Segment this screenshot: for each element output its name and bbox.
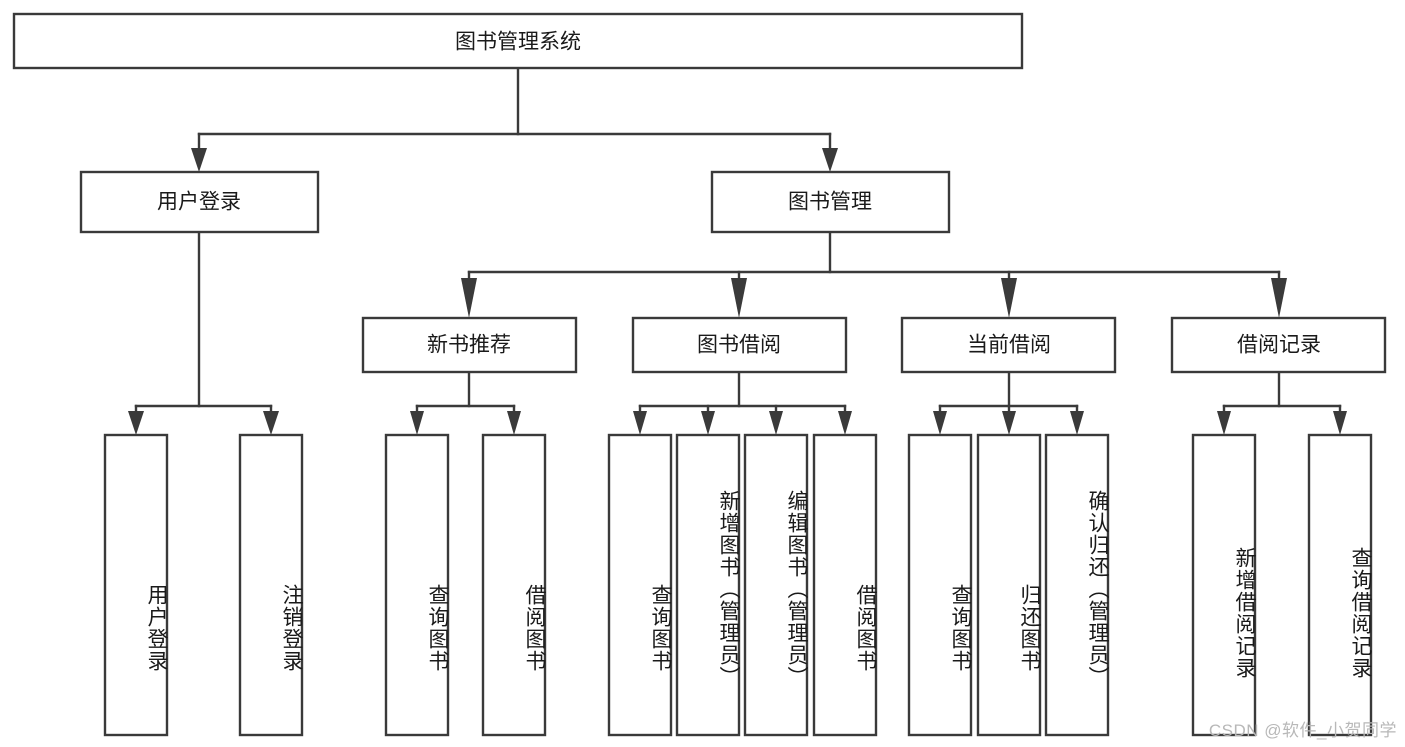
node-layer: 图书管理系统 用户登录 图书管理 新书推荐 图书借阅 当前借阅 借阅记录 <box>12 12 1387 737</box>
node-borrow-record-label: 借阅记录 <box>1237 334 1321 357</box>
arrow-current-leaf-1 <box>933 411 947 435</box>
leaf-box-current-borrow-3[interactable] <box>1044 433 1110 737</box>
leaf-box-user-login-2[interactable] <box>238 433 304 737</box>
edge-layer <box>128 66 1347 435</box>
arrow-userlogin-leaf-2 <box>263 411 279 435</box>
node-new-book-recommend-label: 新书推荐 <box>427 334 511 357</box>
watermark-text: CSDN @软件_小贺同学 <box>1208 721 1397 740</box>
leaf-box-book-borrow-1[interactable] <box>607 433 673 737</box>
node-current-borrow-label: 当前借阅 <box>967 334 1051 357</box>
leaf-box-current-borrow-2[interactable] <box>976 433 1042 737</box>
node-book-manage[interactable] <box>710 170 951 234</box>
arrow-current-leaf-2 <box>1002 411 1016 435</box>
arrow-borrow-leaf-2 <box>701 411 715 435</box>
arrow-borrow-leaf-4 <box>838 411 852 435</box>
node-book-borrow[interactable] <box>631 316 848 374</box>
leaf-box-borrow-record-1[interactable] <box>1191 433 1257 737</box>
arrow-record-leaf-2 <box>1333 411 1347 435</box>
node-current-borrow[interactable] <box>900 316 1117 374</box>
arrow-borrow-leaf-3 <box>769 411 783 435</box>
arrow-bookmanage-to-current <box>1001 278 1017 318</box>
node-user-login-label: 用户登录 <box>157 191 241 214</box>
arrow-root-to-user-login <box>191 148 207 172</box>
leaf-box-borrow-record-2[interactable] <box>1307 433 1373 737</box>
arrow-newbook-leaf-2 <box>507 411 521 435</box>
arrow-record-leaf-1 <box>1217 411 1231 435</box>
arrow-bookmanage-to-borrow <box>731 278 747 318</box>
arrow-userlogin-leaf-1 <box>128 411 144 435</box>
arrow-root-to-book-manage <box>822 148 838 172</box>
node-book-borrow-label: 图书借阅 <box>697 334 781 357</box>
leaf-box-book-borrow-2[interactable] <box>675 433 741 737</box>
node-book-manage-label: 图书管理 <box>788 191 872 214</box>
node-user-login[interactable] <box>79 170 320 234</box>
leaf-box-new-book-2[interactable] <box>481 433 547 737</box>
node-new-book-recommend[interactable] <box>361 316 578 374</box>
node-borrow-record[interactable] <box>1170 316 1387 374</box>
arrow-bookmanage-to-new-book <box>461 278 477 318</box>
leaf-box-book-borrow-3[interactable] <box>743 433 809 737</box>
leaf-box-current-borrow-1[interactable] <box>907 433 973 737</box>
leaf-box-user-login-1[interactable] <box>103 433 169 737</box>
node-root-label: 图书管理系统 <box>455 31 581 54</box>
arrow-newbook-leaf-1 <box>410 411 424 435</box>
leaf-box-new-book-1[interactable] <box>384 433 450 737</box>
leaf-box-book-borrow-4[interactable] <box>812 433 878 737</box>
arrow-bookmanage-to-record <box>1271 278 1287 318</box>
node-root[interactable] <box>12 12 1024 70</box>
arrow-borrow-leaf-1 <box>633 411 647 435</box>
arrow-current-leaf-3 <box>1070 411 1084 435</box>
